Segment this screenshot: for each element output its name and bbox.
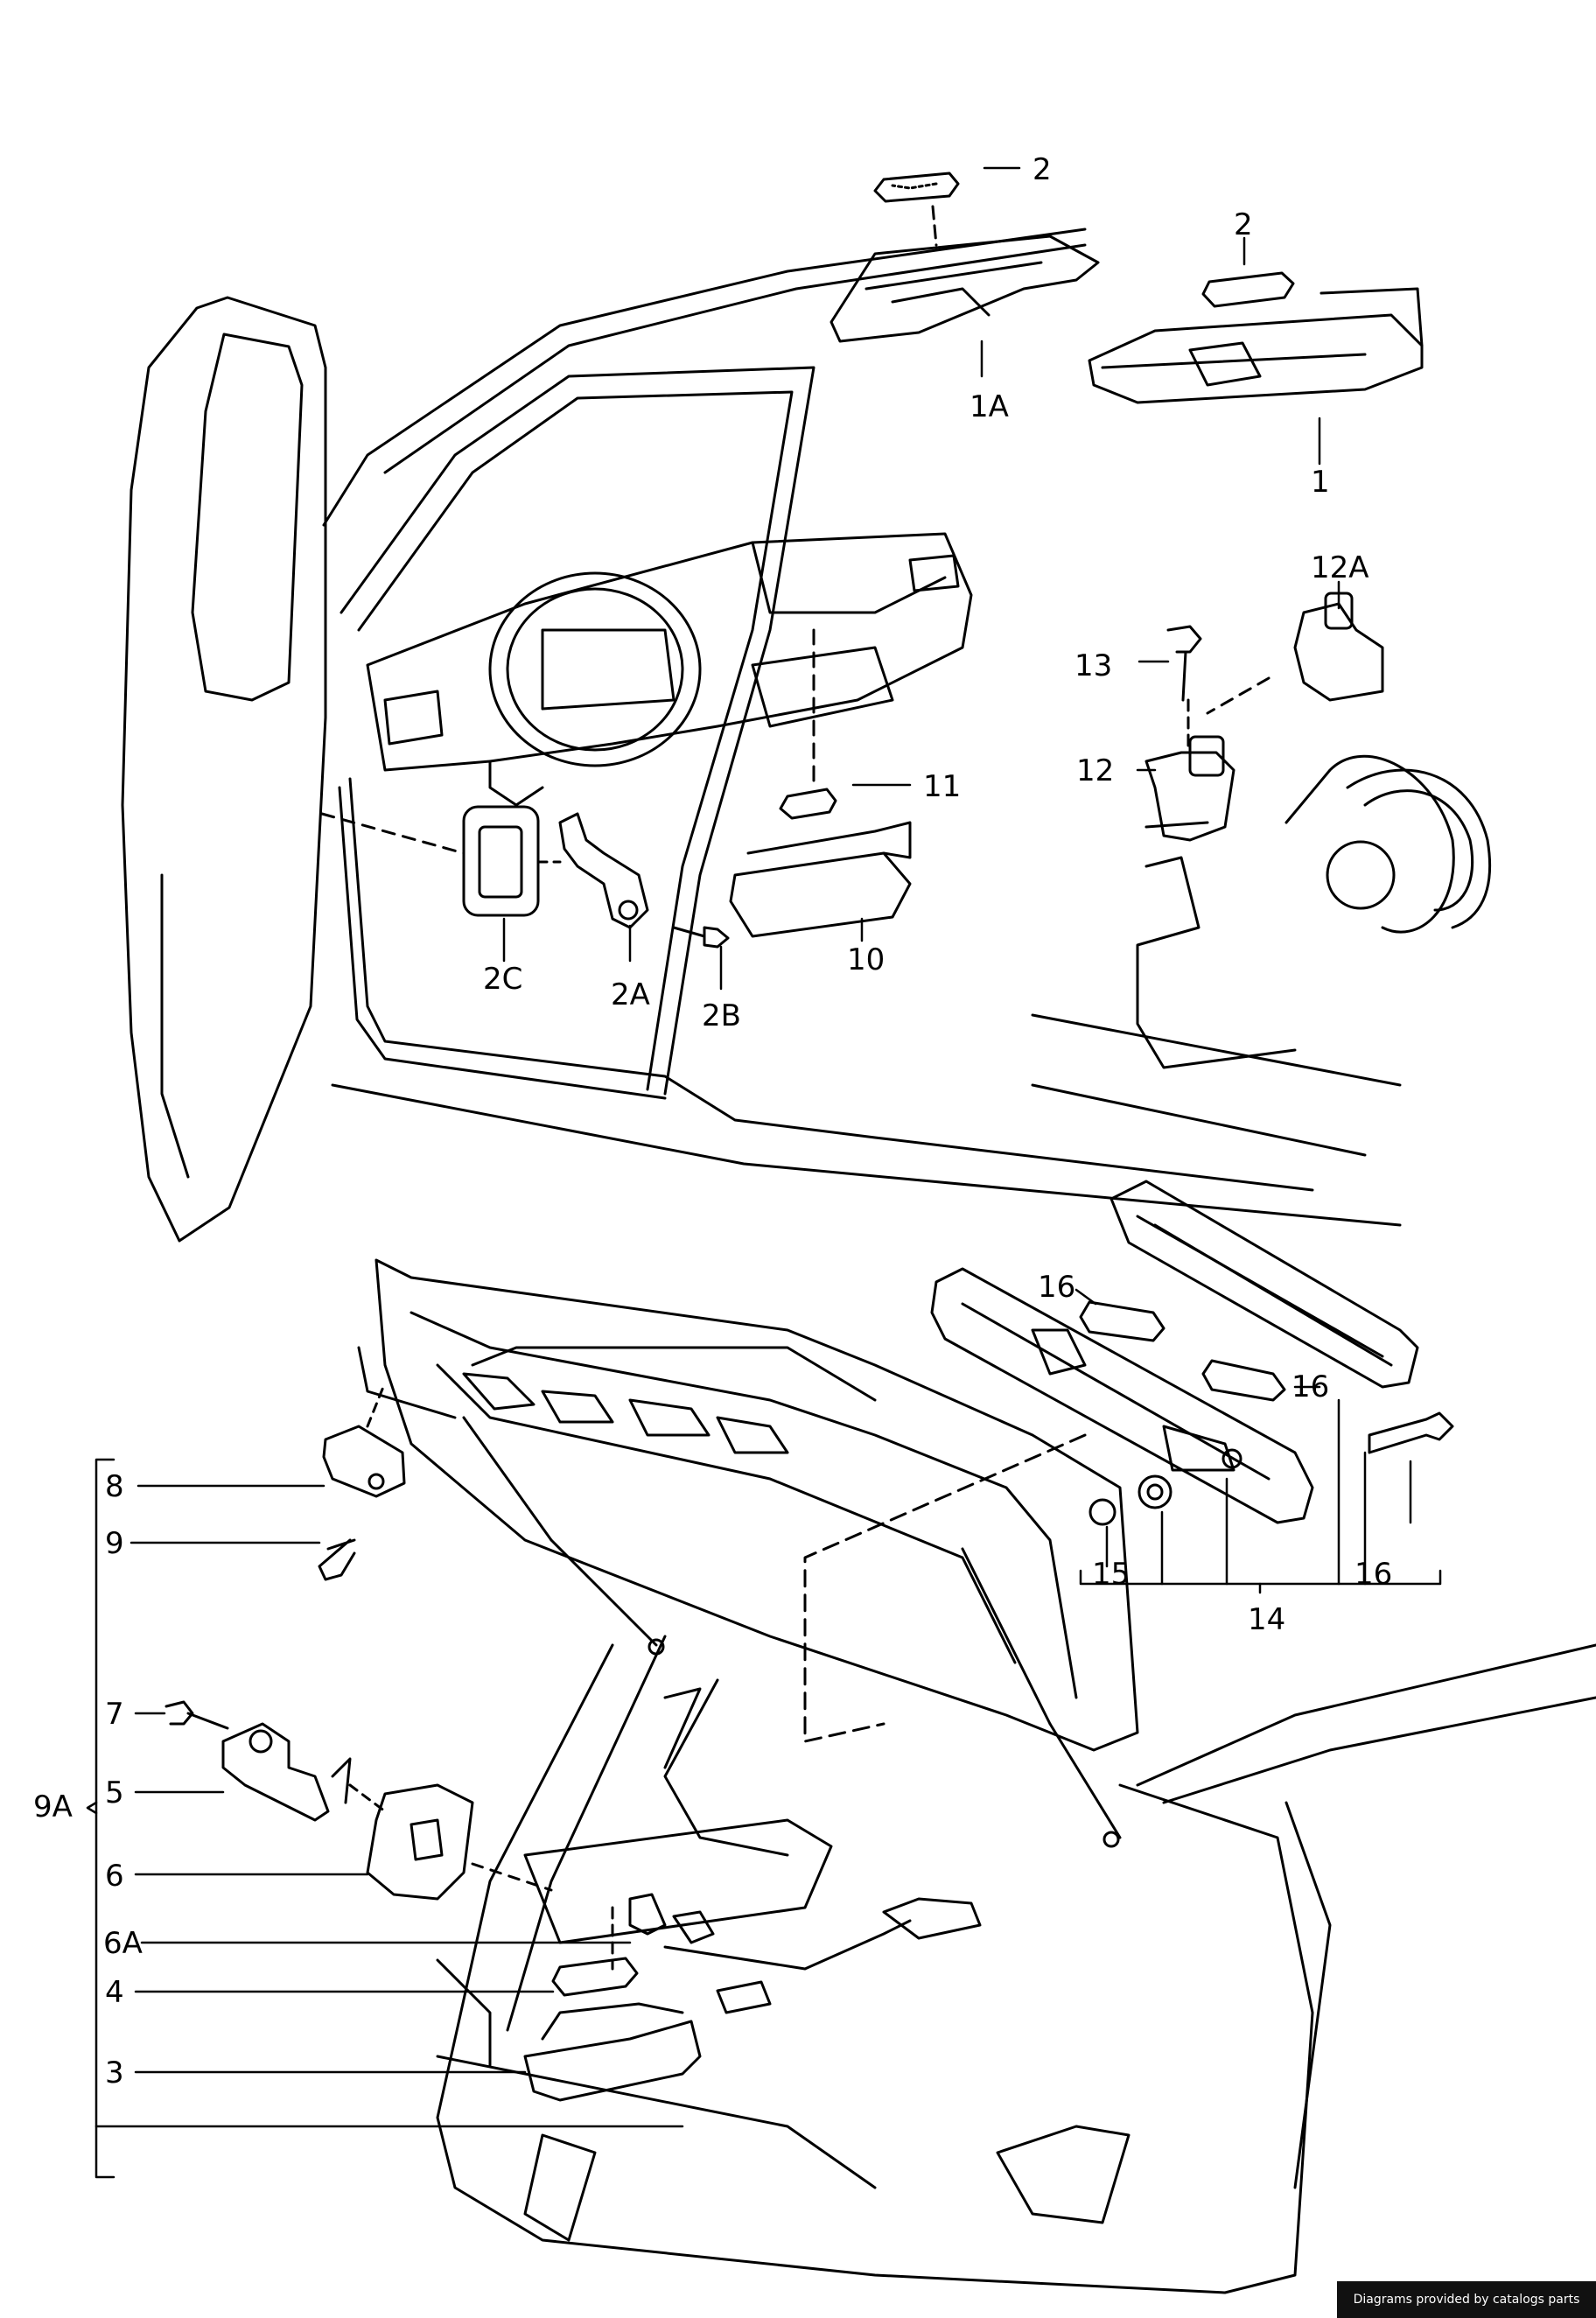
label-12: 12	[1076, 753, 1114, 788]
lock-5	[221, 1722, 330, 1822]
lock-cover-6	[366, 1783, 474, 1901]
bulb-socket-15	[1088, 1498, 1116, 1526]
label-9A: 9A	[33, 1789, 73, 1824]
label-2-right: 2	[1234, 207, 1253, 242]
bulb-4	[551, 1957, 639, 1997]
label-8: 8	[105, 1469, 124, 1504]
label-2-top: 2	[1032, 152, 1052, 187]
door-switch-cover-2C	[462, 805, 540, 917]
festoon-bulb-2-top	[873, 172, 960, 203]
label-12A: 12A	[1311, 550, 1369, 585]
contact-switch-12	[1144, 751, 1236, 842]
switch-6A	[628, 1893, 667, 1936]
windshield-frame	[322, 228, 1087, 1096]
label-7: 7	[105, 1697, 124, 1732]
dashboard	[331, 532, 1402, 1227]
label-1: 1	[1311, 465, 1330, 500]
glovebox-light-group	[729, 628, 912, 938]
tailgate-parts-left	[164, 1381, 982, 2102]
roof-light-1A	[830, 172, 1100, 343]
striker-8	[322, 1425, 406, 1498]
bulb-16-upper	[1079, 1300, 1166, 1342]
label-2B: 2B	[702, 998, 741, 1033]
screw-9	[318, 1538, 356, 1581]
front-door-outline	[121, 296, 327, 1243]
contact-switch-12A	[1293, 602, 1384, 702]
label-15: 15	[1092, 1557, 1130, 1592]
label-11: 11	[923, 769, 961, 804]
glovebox-light-housing-10	[729, 851, 912, 938]
roof-light-1	[1088, 271, 1424, 404]
label-14: 14	[1248, 1602, 1285, 1637]
label-6A: 6A	[103, 1926, 143, 1961]
label-10: 10	[847, 942, 885, 977]
label-3: 3	[105, 2055, 124, 2090]
screw-16-side	[1368, 1411, 1454, 1454]
label-2A: 2A	[611, 977, 650, 1012]
screw-7	[164, 1700, 229, 1730]
door-switch-screw-2B	[672, 926, 730, 949]
door-switch-cover-inner	[478, 825, 523, 899]
door-contact-switch-group	[320, 805, 730, 949]
label-1A: 1A	[970, 389, 1009, 424]
label-2C: 2C	[483, 962, 522, 997]
tailgate-outline	[357, 1258, 1139, 1752]
screw-13	[1166, 625, 1202, 702]
grommet	[1138, 1474, 1172, 1509]
credit-badge: Diagrams provided by catalogs parts	[1337, 2281, 1596, 2318]
leader-lines	[86, 166, 1442, 2179]
label-16-upper: 16	[1038, 1270, 1075, 1305]
trunk-opening	[436, 1635, 1596, 2294]
label-4: 4	[105, 1975, 124, 2010]
label-5: 5	[105, 1775, 124, 1810]
festoon-bulb-2-right	[1201, 271, 1295, 308]
bulb-16-lower	[1201, 1359, 1286, 1402]
label-9: 9	[105, 1526, 124, 1561]
door-contact-switch-2A	[558, 812, 649, 929]
high-mount-brake-light-14	[803, 1180, 1454, 1743]
trunk-switch-group	[1031, 592, 1492, 1157]
label-6: 6	[105, 1859, 124, 1894]
label-16-mid: 16	[1292, 1369, 1329, 1404]
part-labels: 2 1A 2 1 12A 13 12 11 10 2C 2A 2B 16 16 …	[33, 152, 1392, 2090]
trunk-light-3	[523, 2020, 702, 2102]
bulb-11	[779, 788, 837, 820]
label-16-lower: 16	[1354, 1557, 1392, 1592]
label-13: 13	[1074, 648, 1112, 683]
gas-struts	[462, 1416, 1122, 1848]
